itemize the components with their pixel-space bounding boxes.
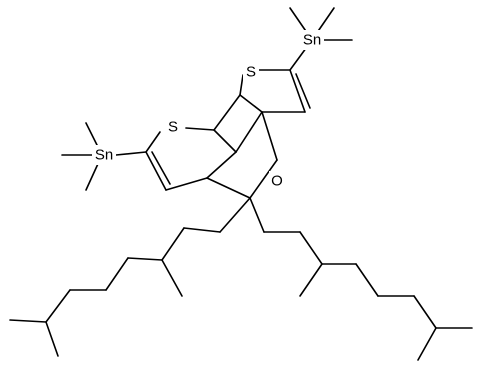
bond	[213, 94, 241, 131]
sulfur-atom-left: S	[165, 117, 181, 137]
bond	[115, 151, 147, 156]
bond	[161, 227, 185, 261]
bond	[145, 131, 161, 153]
bond	[295, 73, 311, 109]
bond	[206, 151, 237, 179]
bond	[145, 151, 167, 191]
bond	[105, 257, 129, 291]
bond-layer	[9, 7, 473, 361]
bond	[161, 259, 183, 297]
bond	[127, 257, 163, 261]
bond	[183, 227, 221, 233]
tin-label-left: Sn	[95, 147, 113, 164]
sulfur-label-left: S	[168, 119, 178, 136]
bond	[235, 111, 263, 153]
bond	[413, 295, 437, 329]
bond	[299, 231, 323, 265]
bond	[213, 129, 237, 153]
bond	[151, 151, 171, 185]
sulfur-atom-top: S	[243, 62, 259, 82]
tin-atom-top: Sn	[300, 30, 324, 50]
bond	[261, 111, 278, 161]
bond	[299, 263, 323, 297]
bond	[249, 197, 265, 233]
bond	[249, 159, 278, 199]
bond	[45, 321, 59, 357]
bond	[239, 74, 244, 96]
bond	[185, 127, 215, 131]
oxygen-atom: O	[269, 171, 285, 191]
bond	[417, 327, 437, 361]
bond	[239, 94, 263, 113]
bond	[219, 197, 251, 233]
sulfur-label-top: S	[246, 64, 256, 81]
bond	[165, 177, 208, 191]
tin-atom-left: Sn	[92, 145, 116, 165]
bond	[355, 263, 379, 297]
tin-label-top: Sn	[303, 32, 321, 49]
bond	[45, 289, 71, 323]
atom-label-layer: Sn S S O Sn	[92, 30, 324, 191]
bond	[289, 69, 306, 113]
bond	[206, 177, 251, 199]
oxygen-label: O	[271, 173, 283, 190]
bond	[9, 319, 47, 323]
